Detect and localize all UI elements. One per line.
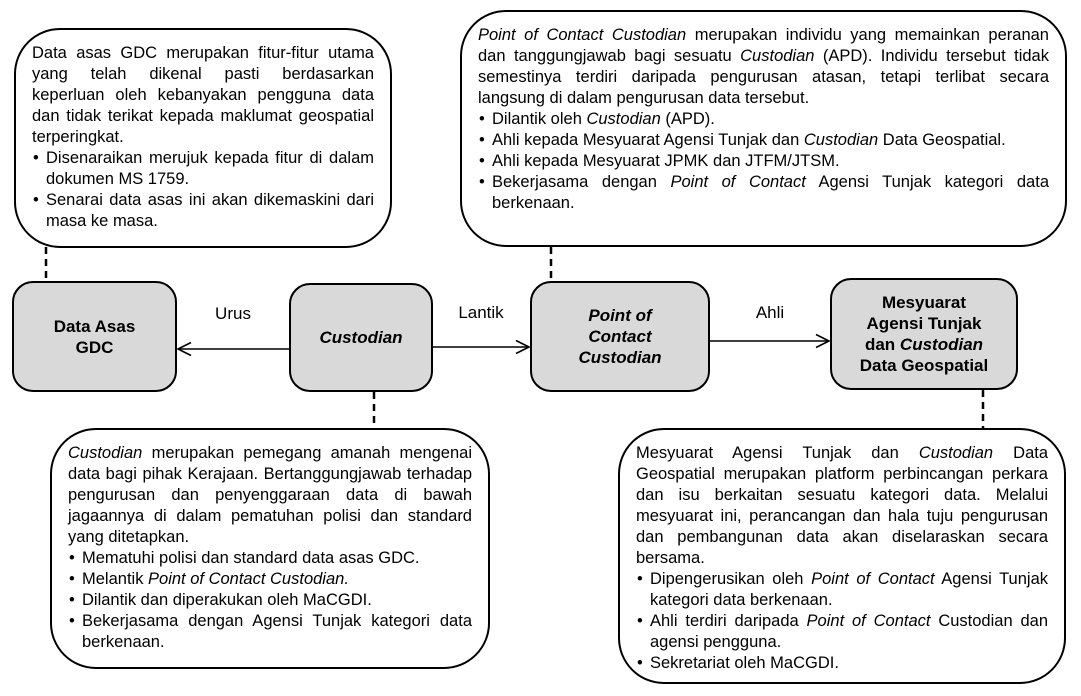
callout-bullet-list: Disenaraikan merujuk kepada fitur di dal… xyxy=(32,148,374,232)
bullet-item: Disenaraikan merujuk kepada fitur di dal… xyxy=(32,148,374,190)
bullet-item: Melantik Point of Contact Custodian. xyxy=(68,569,472,590)
bullet-item: Sekretariat oleh MaCGDI. xyxy=(636,653,1048,674)
bullet-item: Dipengerusikan oleh Point of Contact Age… xyxy=(636,569,1048,611)
callout-poc-custodian: Point of Contact Custodian merupakan ind… xyxy=(460,10,1067,247)
callout-data-asas-gdc: Data asas GDC merupakan fitur-fitur utam… xyxy=(14,28,392,248)
callout-paragraph: Mesyuarat Agensi Tunjak dan Custodian Da… xyxy=(636,444,1048,567)
callout-paragraph: Point of Contact Custodian merupakan ind… xyxy=(478,26,1049,107)
callout-paragraph: Custodian merupakan pemegang amanah meng… xyxy=(68,444,472,546)
node-label: Custodian xyxy=(319,328,403,347)
bullet-item: Dilantik dan diperakukan oleh MaCGDI. xyxy=(68,590,472,611)
bullet-item: Ahli kepada Mesyuarat JPMK dan JTFM/JTSM… xyxy=(478,151,1049,172)
callout-paragraph: Data asas GDC merupakan fitur-fitur utam… xyxy=(32,44,374,146)
node-label: Mesyuarat Agensi Tunjak dan Custodian Da… xyxy=(859,293,989,375)
bullet-item: Ahli terdiri daripada Point of Contact C… xyxy=(636,611,1048,653)
node-data-asas-gdc: Data Asas GDC xyxy=(12,281,177,392)
node-mesyuarat: Mesyuarat Agensi Tunjak dan Custodian Da… xyxy=(830,278,1018,390)
bullet-item: Mematuhi polisi dan standard data asas G… xyxy=(68,548,472,569)
ahli-arrow xyxy=(710,333,831,349)
callout-custodian: Custodian merupakan pemegang amanah meng… xyxy=(50,428,490,669)
bullet-item: Bekerjasama dengan Point of Contact Agen… xyxy=(478,172,1049,214)
node-custodian: Custodian xyxy=(289,283,433,392)
node-poc-custodian: Point of Contact Custodian xyxy=(530,281,710,392)
node-label: Data Asas GDC xyxy=(53,316,136,357)
node-label: Point of Contact Custodian xyxy=(578,306,662,367)
callout-bullet-list: Dipengerusikan oleh Point of Contact Age… xyxy=(636,569,1048,674)
bullet-item: Bekerjasama dengan Agensi Tunjak kategor… xyxy=(68,611,472,653)
edge-label-ahli: Ahli xyxy=(755,303,785,322)
callout-mesyuarat: Mesyuarat Agensi Tunjak dan Custodian Da… xyxy=(618,428,1066,684)
urus-arrow xyxy=(176,341,289,357)
bullet-item: Senarai data asas ini akan dikemaskini d… xyxy=(32,190,374,232)
lantik-arrow xyxy=(433,339,531,355)
edge-label-lantik: Lantik xyxy=(458,303,504,322)
callout-bullet-list: Dilantik oleh Custodian (APD). Ahli kepa… xyxy=(478,109,1049,214)
bullet-item: Dilantik oleh Custodian (APD). xyxy=(478,109,1049,130)
edge-label-urus: Urus xyxy=(215,304,251,323)
bullet-item: Ahli kepada Mesyuarat Agensi Tunjak dan … xyxy=(478,130,1049,151)
callout-bullet-list: Mematuhi polisi dan standard data asas G… xyxy=(68,548,472,653)
